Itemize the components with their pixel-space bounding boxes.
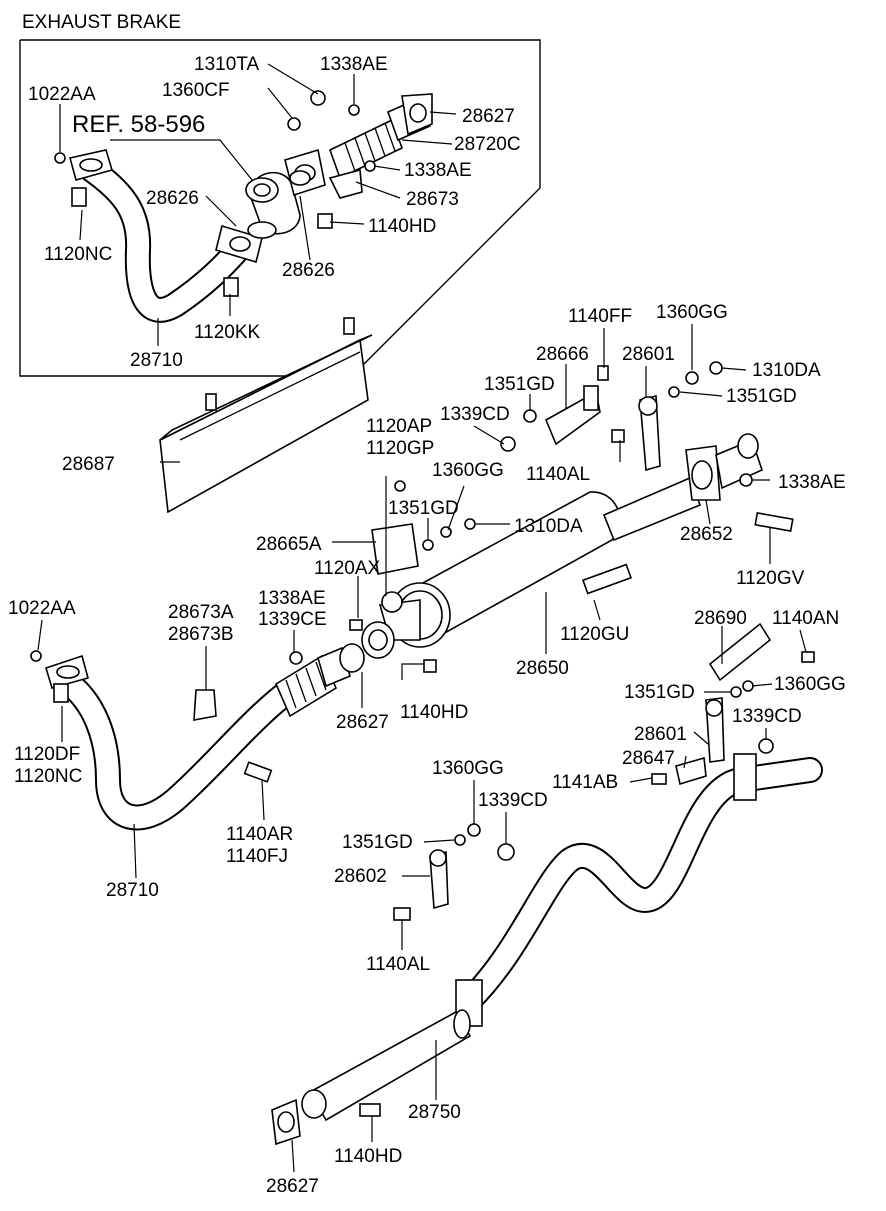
- loose-hardware: [30, 361, 815, 1117]
- part-label-1360gg-a: 1360GG: [656, 302, 728, 323]
- part-label-28627-a: 28627: [462, 106, 515, 127]
- front-pipe-upper: [69, 149, 263, 323]
- bracket-28673: [328, 168, 363, 199]
- part-label-1140hd-c: 1140HD: [334, 1146, 402, 1167]
- part-label-1120gu: 1120GU: [560, 624, 629, 645]
- part-label-1140ff: 1140FF: [568, 306, 632, 327]
- part-label-1351gd-c: 1351GD: [388, 498, 459, 519]
- hanger-28690: [708, 622, 772, 682]
- part-label-1120ax: 1120AX: [314, 558, 381, 579]
- tail-pipe: [455, 753, 823, 1027]
- part-label-1360gg-b: 1360GG: [432, 460, 504, 481]
- part-label-28627-c: 28627: [266, 1176, 319, 1197]
- part-label-1351gd-a: 1351GD: [484, 374, 555, 395]
- part-label-1338ae-b: 1338AE: [404, 160, 472, 181]
- part-label-28627-b: 28627: [336, 712, 389, 733]
- tail-pipe-28750: [271, 1009, 472, 1146]
- part-label-28602: 28602: [334, 866, 387, 887]
- part-label-28601-b: 28601: [634, 724, 687, 745]
- part-label-1310da-b: 1310DA: [514, 516, 583, 537]
- front-pipe-lower: [45, 643, 365, 831]
- part-label-1120df: 1120DF: [14, 744, 80, 765]
- part-label-28750: 28750: [408, 1102, 461, 1123]
- part-label-1120nc-b: 1120NC: [14, 766, 82, 787]
- hanger-28602: [429, 849, 449, 910]
- part-label-1360gg-d: 1360GG: [432, 758, 504, 779]
- part-label-1140fj: 1140FJ: [226, 846, 288, 867]
- part-label-1339cd-c: 1339CD: [478, 790, 548, 811]
- part-label-1339cd-a: 1339CD: [440, 404, 510, 425]
- part-label-28720c: 28720C: [454, 134, 521, 155]
- part-label-28673a: 28673A: [168, 602, 234, 623]
- part-label-1310ta: 1310TA: [194, 54, 259, 75]
- part-label-28652: 28652: [680, 524, 733, 545]
- hanger-28601-upper: [638, 394, 661, 472]
- part-label-1351gd-d: 1351GD: [624, 682, 695, 703]
- part-label-1120gv: 1120GV: [736, 568, 805, 589]
- bracket-28673a: [193, 689, 217, 721]
- part-label-28687: 28687: [62, 454, 115, 475]
- diagram-title: EXHAUST BRAKE: [22, 12, 181, 33]
- bracket-28647: [675, 756, 707, 786]
- part-label-28665a: 28665A: [256, 534, 322, 555]
- heat-shield-28687: [159, 317, 373, 514]
- part-label-28710-b: 28710: [106, 880, 159, 901]
- labels: EXHAUST BRAKE REF. 58-596 1310TA 1338AE …: [8, 12, 846, 1197]
- muffler-28650: [361, 476, 702, 659]
- part-label-1141ab: 1141AB: [552, 772, 618, 793]
- flex-pipe-upper: [329, 93, 433, 180]
- part-label-1140al-a: 1140AL: [526, 464, 590, 485]
- part-label-28666: 28666: [536, 344, 589, 365]
- hanger-28666: [544, 385, 601, 446]
- part-label-28673b: 28673B: [168, 624, 234, 645]
- muffler-outlet: [685, 433, 763, 501]
- part-label-1339ce: 1339CE: [258, 609, 327, 630]
- part-label-28626-a: 28626: [146, 188, 199, 209]
- part-label-1339cd-b: 1339CD: [732, 706, 802, 727]
- part-label-28626-b: 28626: [282, 260, 335, 281]
- leader-lines: [37, 63, 807, 1173]
- bracket-28665a: [371, 523, 419, 575]
- part-label-1140hd-a: 1140HD: [368, 216, 436, 237]
- part-label-1351gd-e: 1351GD: [342, 832, 413, 853]
- exhaust-brake-valve: [245, 148, 326, 239]
- part-label-1360cf: 1360CF: [162, 80, 230, 101]
- part-label-1360gg-c: 1360GG: [774, 674, 846, 695]
- part-label-1140an: 1140AN: [772, 608, 839, 629]
- part-label-1338ae-a: 1338AE: [320, 54, 388, 75]
- part-label-1120kk: 1120KK: [194, 322, 261, 343]
- inset-hardware: [54, 90, 376, 297]
- part-label-28673: 28673: [406, 189, 459, 210]
- part-label-1338ae-d: 1338AE: [258, 588, 326, 609]
- part-label-1022aa-a: 1022AA: [28, 84, 96, 105]
- part-label-28601-a: 28601: [622, 344, 675, 365]
- part-label-28690: 28690: [694, 608, 747, 629]
- part-label-28710-a: 28710: [130, 350, 183, 371]
- part-label-28647: 28647: [622, 748, 675, 769]
- part-label-1022aa-b: 1022AA: [8, 598, 76, 619]
- part-label-1310da-a: 1310DA: [752, 360, 821, 381]
- part-label-1140ar: 1140AR: [226, 824, 293, 845]
- part-label-1338ae-c: 1338AE: [778, 472, 846, 493]
- exhaust-brake-frame: [19, 39, 541, 377]
- part-label-1120gp: 1120GP: [366, 438, 434, 459]
- reference-label: REF. 58-596: [72, 111, 205, 138]
- part-label-1120nc-a: 1120NC: [44, 244, 112, 265]
- hanger-28601-lower: [705, 697, 725, 763]
- part-label-1140hd-b: 1140HD: [400, 702, 468, 723]
- part-label-28650: 28650: [516, 658, 569, 679]
- part-label-1351gd-b: 1351GD: [726, 386, 797, 407]
- part-label-1120ap: 1120AP: [366, 416, 432, 437]
- part-label-1140al-b: 1140AL: [366, 954, 430, 975]
